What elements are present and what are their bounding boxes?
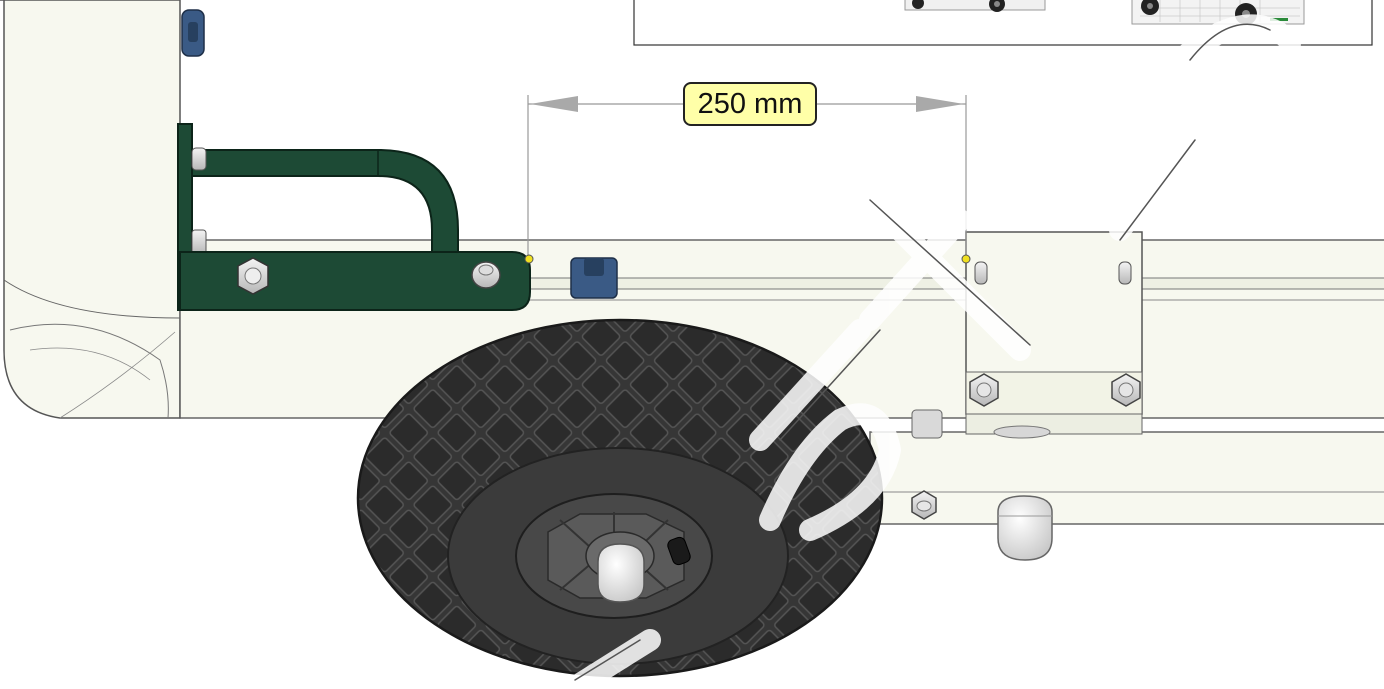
wheel xyxy=(356,318,884,678)
anchor-point-left xyxy=(524,254,534,264)
top-net-clip xyxy=(181,9,205,57)
dimension-indicator xyxy=(524,95,971,264)
dimension-arrow-left xyxy=(530,96,578,112)
rubber-foot xyxy=(997,495,1053,561)
anchor-point-right xyxy=(961,254,971,264)
dimension-arrow-right xyxy=(916,96,964,112)
lower-frame xyxy=(869,431,1384,525)
goal-post xyxy=(0,0,181,419)
inset-goal-left xyxy=(904,0,1046,12)
net-clip xyxy=(570,257,618,299)
watermark xyxy=(569,14,1301,689)
mounting-plate xyxy=(179,251,531,311)
watermark-outline xyxy=(574,23,1271,681)
frame-clamp xyxy=(911,231,1143,439)
dimension-label: 250 mm xyxy=(683,82,817,126)
lower-frame-bolt xyxy=(911,490,937,520)
